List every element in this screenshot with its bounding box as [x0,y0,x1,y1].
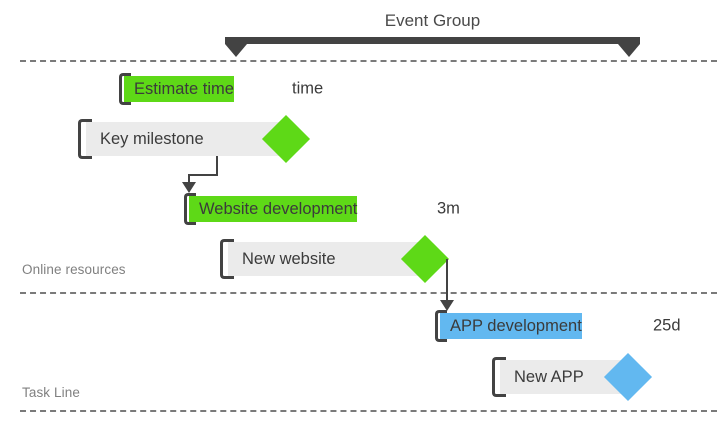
milestone-row-key-milestone[interactable]: Key milestone [78,114,311,164]
lane-divider-top [20,60,717,62]
milestone-row-new-app[interactable]: New APP [492,352,653,402]
lane-divider-online-resources [20,292,717,294]
milestone-label: New APP [514,367,584,386]
task-bar-website-development[interactable]: Website development 3m [184,193,460,225]
lane-label-task-line: Task Line [22,385,80,400]
task-start-bracket-icon [119,73,131,105]
connector-horizontal-to-website-development [188,174,218,176]
milestone-start-bracket-icon [492,357,506,397]
task-label: Website development [199,199,358,218]
summary-bar-body [225,37,640,44]
connector-arrowhead-app-development-icon [440,300,454,311]
task-label: Estimate time [134,79,234,98]
summary-bar-event-group[interactable]: Event Group [225,11,640,57]
milestone-start-bracket-icon [220,239,234,279]
task-bar-fill: Website development [189,196,358,222]
connector-arrowhead-website-development-icon [182,182,196,193]
task-bar-estimate-time[interactable]: Estimate time time [119,73,323,105]
connector-vertical-from-key-milestone [216,156,218,174]
milestone-label: New website [242,249,336,268]
summary-title: Event Group [384,11,481,30]
task-start-bracket-icon [435,310,447,342]
lane-divider-task-line [20,410,717,412]
task-bar-app-development[interactable]: APP development 25d [435,310,681,342]
task-bar-fill: APP development [440,313,582,339]
milestone-band: Key milestone [86,122,286,156]
task-start-bracket-icon [184,193,196,225]
lane-label-online-resources: Online resources [22,262,126,277]
connector-vertical-to-website-development [188,174,190,184]
task-duration-label: 25d [653,316,681,335]
summary-cap-left-icon [225,44,247,57]
task-duration-label: 3m [437,199,460,218]
task-duration-label: time [292,79,324,98]
connector-vertical-from-new-website [446,259,448,302]
task-bar-fill: Estimate time [124,76,234,102]
milestone-row-new-website[interactable]: New website [220,234,450,284]
task-label: APP development [450,316,582,335]
summary-cap-right-icon [618,44,640,57]
milestone-band: New website [228,242,425,276]
milestone-label: Key milestone [100,129,204,148]
milestone-start-bracket-icon [78,119,92,159]
